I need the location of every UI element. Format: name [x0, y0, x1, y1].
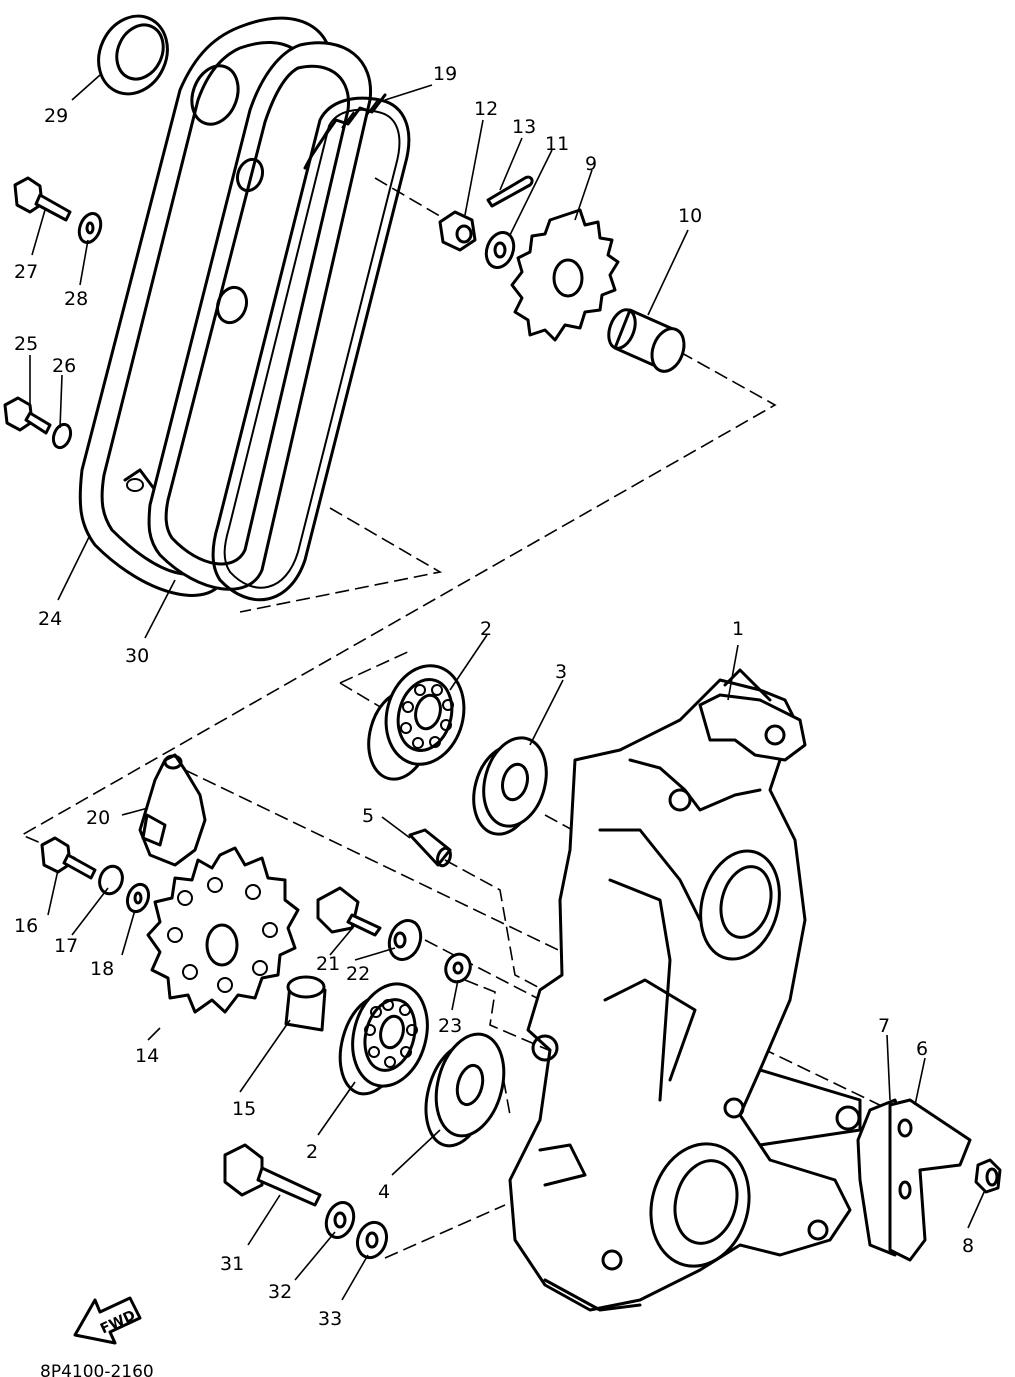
bearing-2-lower [338, 982, 429, 1096]
bolt-31 [223, 1143, 322, 1207]
callout-20: 20 [86, 807, 110, 829]
bolt-25 [3, 396, 52, 435]
callout-2-lower: 2 [306, 1141, 318, 1163]
callout-18: 18 [90, 958, 114, 980]
screw-8 [974, 1158, 1002, 1194]
pin-5 [408, 828, 452, 868]
collar-15 [284, 975, 327, 1032]
cotter-pin-13 [486, 175, 534, 208]
callout-31: 31 [220, 1253, 244, 1275]
callout-19: 19 [433, 63, 457, 85]
fwd-arrow-icon: FWD [73, 1296, 142, 1345]
washer-32 [324, 1201, 356, 1239]
nut-12 [438, 210, 477, 252]
callout-7: 7 [878, 1015, 890, 1037]
callout-2-upper: 2 [480, 618, 492, 640]
callout-13: 13 [512, 116, 536, 138]
bushing-10 [607, 308, 686, 373]
bolt-21 [316, 886, 382, 937]
callout-21: 21 [316, 953, 340, 975]
tensioner-20 [138, 753, 207, 867]
bolt-27 [13, 176, 72, 222]
callout-15: 15 [232, 1098, 256, 1120]
washer-18 [125, 882, 151, 914]
callout-8: 8 [962, 1235, 974, 1257]
callout-30: 30 [125, 645, 149, 667]
callout-3: 3 [555, 661, 567, 683]
callout-28: 28 [64, 288, 88, 310]
washer-17 [98, 864, 124, 896]
callout-33: 33 [318, 1308, 342, 1330]
oil-seal-4 [424, 1032, 506, 1148]
callout-24: 24 [38, 608, 62, 630]
callout-17: 17 [54, 935, 78, 957]
callout-4: 4 [378, 1181, 390, 1203]
oil-seal-3 [472, 736, 548, 836]
sprocket-14 [146, 846, 300, 1014]
callout-12: 12 [474, 98, 498, 120]
collar-22 [387, 919, 423, 961]
washer-11 [484, 231, 516, 269]
bolt-16 [40, 836, 97, 880]
callout-6: 6 [916, 1038, 928, 1060]
figure-code: 8P4100-2160 [40, 1362, 154, 1377]
callout-32: 32 [268, 1281, 292, 1303]
callout-29: 29 [44, 105, 68, 127]
sprocket-9 [510, 208, 620, 342]
callout-9: 9 [585, 153, 597, 175]
callout-11: 11 [545, 133, 569, 155]
callout-10: 10 [678, 205, 702, 227]
washer-33 [355, 1220, 389, 1260]
bearing-2-upper [367, 664, 466, 781]
drive-chain-loop [211, 96, 411, 602]
callout-labels: 1 2 3 5 20 16 17 18 14 15 21 22 23 2 4 3… [14, 63, 974, 1330]
callout-22: 22 [346, 963, 370, 985]
chain-link-19 [303, 93, 387, 170]
bracket-6 [888, 1098, 972, 1262]
callout-27: 27 [14, 261, 38, 283]
callout-23: 23 [438, 1015, 462, 1037]
washer-28 [77, 211, 103, 245]
chain-case-housing-1 [508, 668, 862, 1312]
oil-seal-29 [97, 14, 169, 96]
callout-26: 26 [52, 355, 76, 377]
callout-25: 25 [14, 333, 38, 355]
callout-5: 5 [362, 805, 374, 827]
callout-16: 16 [14, 915, 38, 937]
callout-leaders [29, 74, 986, 1301]
callout-14: 14 [135, 1045, 159, 1067]
callout-1: 1 [732, 618, 744, 640]
washer-23 [444, 952, 472, 984]
washer-26 [51, 422, 73, 450]
